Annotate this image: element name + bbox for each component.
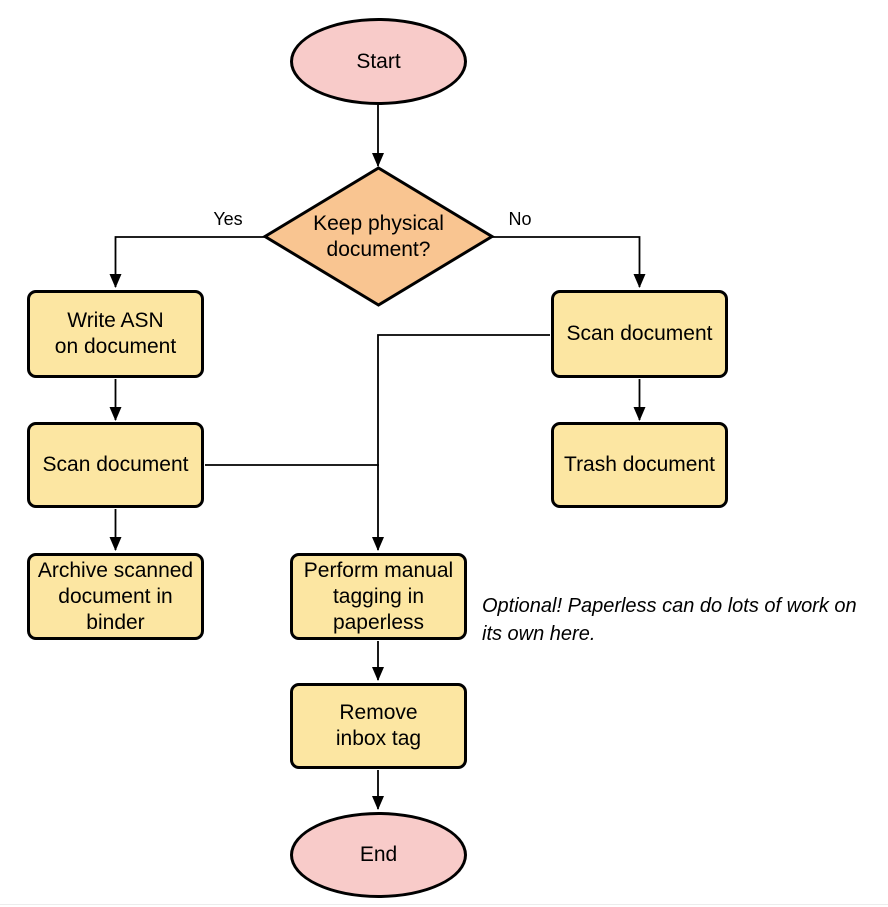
annotation-note: Optional! Paperless can do lots of work …	[482, 595, 857, 645]
node-start-label: Start	[356, 49, 401, 73]
node-manual-tagging-label: Perform manual tagging in paperless	[303, 558, 454, 634]
node-remove-inbox-tag: Remove inbox tag	[290, 683, 467, 769]
decision-diamond-shape	[262, 166, 495, 307]
edge-label-yes: Yes	[213, 209, 243, 229]
node-scan-document-left: Scan document	[27, 422, 204, 508]
node-write-asn: Write ASN on document	[27, 290, 204, 378]
node-decision: Keep physical document?	[262, 165, 495, 308]
edge-scan-right-tagging	[372, 334, 550, 551]
node-scan-document-left-label: Scan document	[42, 453, 189, 476]
edge-decision-write-asn	[109, 236, 266, 288]
node-scan-document-right: Scan document	[551, 290, 728, 378]
node-trash-document: Trash document	[551, 422, 728, 508]
node-decision-label: Keep physical document?	[313, 211, 444, 261]
node-archive-binder: Archive scanned document in binder	[27, 553, 204, 640]
edge-label-no: No	[508, 209, 532, 229]
page-bottom-edge	[0, 904, 888, 905]
node-end-label: End	[359, 843, 398, 866]
node-scan-document-right-label: Scan document	[566, 322, 713, 345]
node-start: Start	[290, 18, 467, 105]
node-remove-inbox-tag-label: Remove inbox tag	[335, 701, 422, 750]
node-archive-binder-label: Archive scanned document in binder	[37, 558, 194, 634]
node-write-asn-label: Write ASN on document	[54, 309, 177, 358]
node-trash-document-label: Trash document	[564, 453, 715, 476]
node-manual-tagging: Perform manual tagging in paperless	[290, 553, 467, 640]
edge-decision-scan-right	[489, 236, 646, 288]
node-end: End	[290, 812, 467, 898]
